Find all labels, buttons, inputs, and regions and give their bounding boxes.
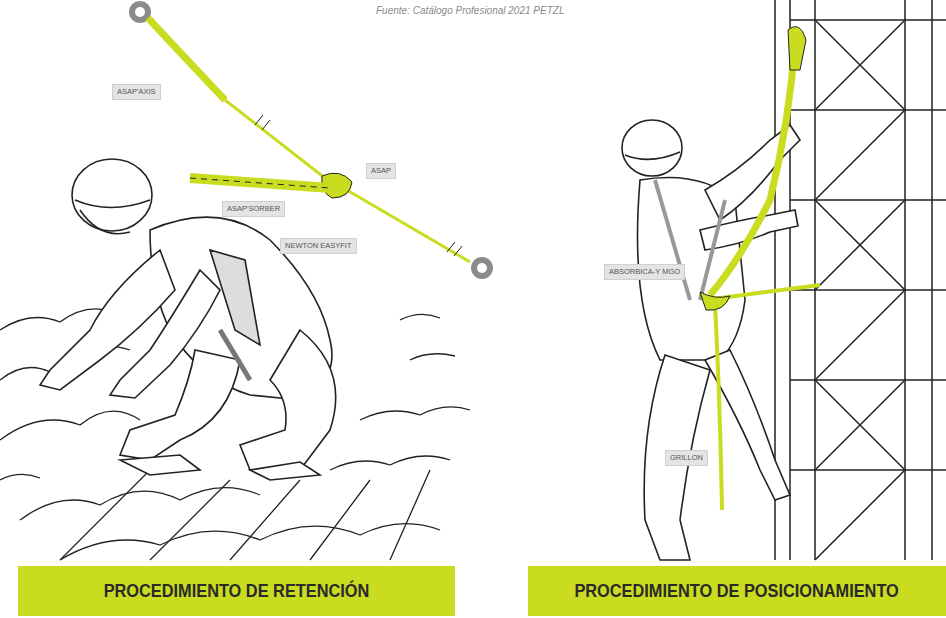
lanyard-right-part xyxy=(788,27,806,70)
lanyard-left-part xyxy=(477,263,487,273)
lanyard-right-part xyxy=(700,292,730,310)
worker-left-part xyxy=(210,250,260,345)
product-tag: ASAP xyxy=(366,163,396,179)
product-name: NEWTON EASYFIT xyxy=(285,241,352,250)
worker-left xyxy=(40,159,336,480)
tower xyxy=(775,0,946,560)
band-title: PROCEDIMIENTO DE POSICIONAMIENTO xyxy=(575,580,899,602)
lanyard-left-part xyxy=(190,178,330,188)
worker-left-part xyxy=(250,462,320,480)
band-title: PROCEDIMIENTO DE RETENCIÓN xyxy=(104,580,370,602)
worker-left-part xyxy=(120,455,200,475)
product-name: ABSORBICA-Y MGO xyxy=(609,267,680,276)
worker-right-part xyxy=(622,120,682,176)
tower-part xyxy=(790,20,946,470)
roof-tiles-part xyxy=(0,474,40,480)
roof-tiles-part xyxy=(0,411,140,440)
product-name: ASAP xyxy=(371,166,391,175)
lanyard-left xyxy=(129,1,493,279)
worker-left-part xyxy=(240,330,336,470)
lanyard-right xyxy=(700,27,820,510)
worker-right-part xyxy=(625,152,680,159)
title-band: PROCEDIMIENTO DE POSICIONAMIENTO xyxy=(528,566,946,616)
worker-left-part xyxy=(75,200,150,208)
lanyard-left-part xyxy=(340,186,470,262)
worker-left-part xyxy=(110,270,220,398)
lanyard-left-part xyxy=(190,178,330,188)
worker-right-part xyxy=(655,180,725,300)
roof-tiles-part xyxy=(20,488,260,520)
lanyard-left-part xyxy=(471,257,493,279)
tower-part xyxy=(815,20,905,470)
roof-tiles-part xyxy=(330,456,450,470)
worker-left-part xyxy=(220,330,250,380)
roof-tiles-part xyxy=(400,314,455,360)
product-name: ASAP'AXIS xyxy=(117,87,156,96)
lanyard-left-part xyxy=(135,7,145,17)
lanyard-right-part xyxy=(715,305,722,510)
worker-left-part xyxy=(80,210,130,234)
roof-tiles-part xyxy=(360,407,470,420)
product-tag: ASAP'SORBER xyxy=(222,201,285,217)
source-note: Fuente: Catálogo Profesional 2021 PETZL xyxy=(376,5,564,16)
worker-right-part xyxy=(644,355,710,560)
worker-left-part xyxy=(72,159,152,231)
product-tag: ABSORBICA-Y MGO xyxy=(604,264,685,280)
product-name: GRILLON xyxy=(670,453,703,462)
product-tag: ASAP'AXIS xyxy=(112,84,161,100)
product-tag: GRILLON xyxy=(665,450,708,466)
product-tag: NEWTON EASYFIT xyxy=(280,238,357,254)
product-name: ASAP'SORBER xyxy=(227,204,280,213)
roof-tiles-part xyxy=(60,524,440,560)
tower-part xyxy=(815,20,905,560)
tower-part xyxy=(775,0,932,560)
lanyard-left-part xyxy=(225,100,330,182)
title-band: PROCEDIMIENTO DE RETENCIÓN xyxy=(18,566,455,616)
roof-tiles-part xyxy=(60,470,430,560)
lanyard-right-part xyxy=(710,40,795,295)
